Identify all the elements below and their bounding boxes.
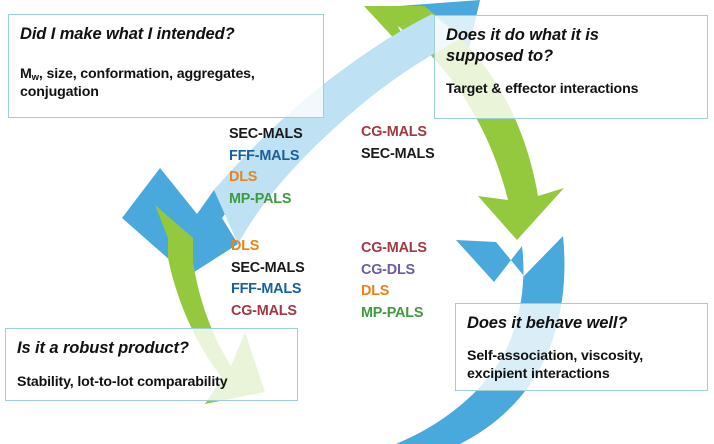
- arrow-top-right-green: [364, 6, 564, 240]
- technique-list-bottom-right: CG-MALS CG-DLS DLS MP-PALS: [361, 238, 427, 324]
- technique-label: CG-MALS: [361, 240, 427, 256]
- answer-line-2: excipient interactions: [467, 365, 610, 382]
- answer-text-top-right: Target & effector interactions: [446, 80, 639, 97]
- technique-label: FFF-MALS: [231, 281, 302, 297]
- arrow-top-left-blue-overlay: [214, 14, 462, 244]
- technique-label: SEC-MALS: [231, 259, 305, 276]
- question-text-bottom-right: Does it behave well?: [467, 314, 628, 332]
- technique-label: DLS: [229, 169, 258, 185]
- answer-line-1: Self-association, viscosity,: [467, 347, 644, 364]
- technique-label: CG-MALS: [231, 302, 297, 319]
- arrow-top-left-blue: [122, 0, 480, 276]
- question-box-top-right: Does it do what it is supposed to? Target…: [434, 15, 708, 119]
- technique-label: DLS: [231, 238, 260, 254]
- technique-label: SEC-MALS: [361, 145, 435, 162]
- technique-label: DLS: [361, 283, 390, 299]
- answer-mw-rest: , size, conformation, aggregates, conjug…: [20, 65, 255, 100]
- technique-label: CG-MALS: [361, 124, 427, 140]
- question-box-top-left: Did I make what I intended? Mw, size, co…: [8, 14, 324, 118]
- technique-list-bottom-left: DLS SEC-MALS FFF-MALS CG-MALS: [231, 236, 305, 322]
- answer-text-top-left: Mw, size, conformation, aggregates, conj…: [20, 65, 312, 101]
- technique-list-top-right: CG-MALS SEC-MALS: [361, 122, 435, 165]
- technique-label: FFF-MALS: [229, 147, 300, 164]
- question-line-1: Does it do what it is: [446, 26, 599, 44]
- answer-mw-prefix: M: [20, 65, 32, 82]
- question-text-top-left: Did I make what I intended?: [20, 25, 235, 43]
- question-line-2: supposed to?: [446, 46, 553, 65]
- technique-label: MP-PALS: [229, 190, 292, 207]
- technique-label: MP-PALS: [361, 304, 424, 321]
- technique-list-top-left: SEC-MALS FFF-MALS DLS MP-PALS: [229, 124, 303, 210]
- question-text-top-right: Does it do what it is supposed to?: [446, 25, 696, 67]
- arrow-bottom-right-blue: [396, 236, 565, 444]
- answer-text-bottom-right: Self-association, viscosity,excipient in…: [467, 347, 696, 383]
- technique-label: SEC-MALS: [229, 126, 303, 142]
- question-box-bottom-right: Does it behave well? Self-association, v…: [455, 303, 708, 391]
- answer-mw-subscript: w: [31, 72, 39, 84]
- technique-label: CG-DLS: [361, 261, 415, 278]
- question-text-bottom-left: Is it a robust product?: [17, 339, 189, 357]
- answer-text-bottom-left: Stability, lot-to-lot comparability: [17, 373, 228, 390]
- question-box-bottom-left: Is it a robust product? Stability, lot-t…: [5, 328, 298, 401]
